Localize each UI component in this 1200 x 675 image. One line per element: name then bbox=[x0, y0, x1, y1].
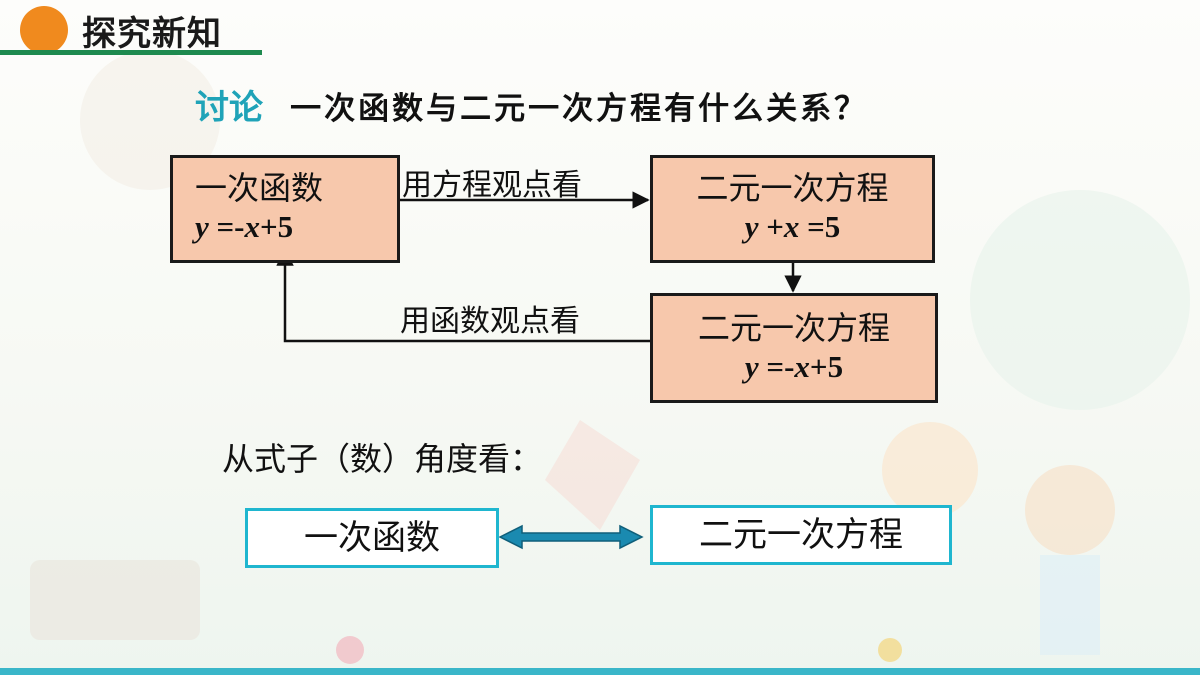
box-eq2-title: 二元一次方程 bbox=[697, 309, 890, 347]
arrow-bottom-label: 用函数观点看 bbox=[400, 304, 580, 339]
eq-op: =- bbox=[208, 209, 245, 244]
question-label: 讨论 bbox=[195, 88, 263, 128]
pie-icon bbox=[20, 6, 68, 54]
eq-tail: =5 bbox=[799, 209, 841, 244]
eq-op: + bbox=[758, 209, 784, 244]
arrow-eq2-to-linear bbox=[276, 248, 650, 343]
eq-var-x: x bbox=[783, 209, 800, 244]
box-linear-function: 一次函数 y =-x+5 bbox=[170, 155, 400, 263]
box-eq2-equation: y =-x+5 bbox=[653, 348, 935, 386]
box-linear-equation-simple: 二元一次方程 bbox=[650, 505, 952, 565]
eq-var-x: x bbox=[794, 349, 810, 384]
page-title: 探究新知 bbox=[82, 14, 222, 54]
box-eq1-title: 二元一次方程 bbox=[696, 169, 889, 207]
box-linear-equation-1: 二元一次方程 y +x =5 bbox=[650, 155, 935, 263]
eq-var-x: x bbox=[244, 209, 261, 244]
eq-tail: +5 bbox=[260, 209, 294, 244]
box-eq1-equation: y +x =5 bbox=[653, 208, 932, 246]
header-underline bbox=[0, 50, 262, 55]
eq-var-y: y bbox=[744, 209, 759, 244]
eq-var-y: y bbox=[195, 209, 209, 244]
eq-var-y: y bbox=[744, 349, 759, 384]
box-linear-title: 一次函数 bbox=[195, 169, 324, 207]
box-linear-function-simple: 一次函数 bbox=[245, 508, 499, 568]
section-label: 从式子（数）角度看： bbox=[222, 440, 543, 478]
eq-op: =- bbox=[758, 349, 795, 384]
question-text: 一次函数与二元一次方程有什么关系？ bbox=[290, 91, 869, 127]
bottom-strip bbox=[0, 668, 1200, 675]
double-arrow bbox=[498, 524, 644, 550]
box-linear-equation: y =-x+5 bbox=[195, 208, 397, 246]
arrow-top-label: 用方程观点看 bbox=[402, 168, 582, 203]
box-linear-equation-2: 二元一次方程 y =-x+5 bbox=[650, 293, 938, 403]
question: 讨论 一次函数与二元一次方程有什么关系？ bbox=[195, 80, 868, 129]
header: 探究新知 bbox=[0, 0, 265, 60]
eq-tail: +5 bbox=[809, 349, 844, 384]
